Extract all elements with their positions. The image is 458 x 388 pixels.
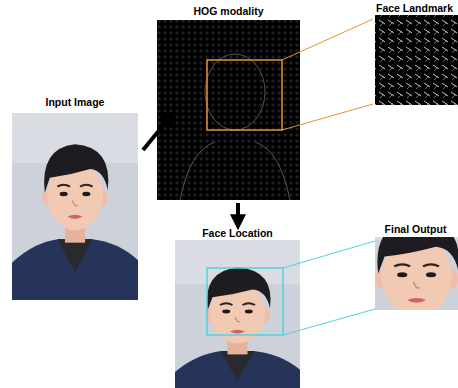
connector-line: [283, 309, 375, 335]
panel-heading: Face Location: [175, 226, 300, 240]
image-panel: HOG modality: [157, 4, 300, 200]
landmark-image: [375, 15, 458, 105]
flow-arrow: [238, 203, 239, 223]
connector-line: [283, 241, 375, 268]
image-panel: Final Output: [375, 222, 456, 310]
image-panel: Face Location: [175, 226, 300, 388]
panel-heading: Face Landmark: [373, 1, 456, 15]
panel-heading: Input Image: [12, 95, 138, 109]
zoom-lines: [283, 241, 375, 335]
connector-line: [282, 104, 373, 130]
input-photo: [12, 113, 138, 300]
hog-image: [157, 20, 300, 200]
flow-arrow: [143, 116, 171, 150]
zoom-lines: [282, 19, 373, 130]
image-panel: Face Landmark: [373, 1, 456, 105]
panel-heading: Final Output: [375, 222, 456, 236]
panel-heading: HOG modality: [157, 4, 300, 18]
location-photo: [175, 240, 300, 388]
connector-line: [143, 116, 171, 150]
connector-line: [282, 19, 373, 60]
connector-line: [236, 203, 240, 223]
image-panel: Input Image: [12, 95, 138, 300]
output-photo: [375, 237, 458, 310]
